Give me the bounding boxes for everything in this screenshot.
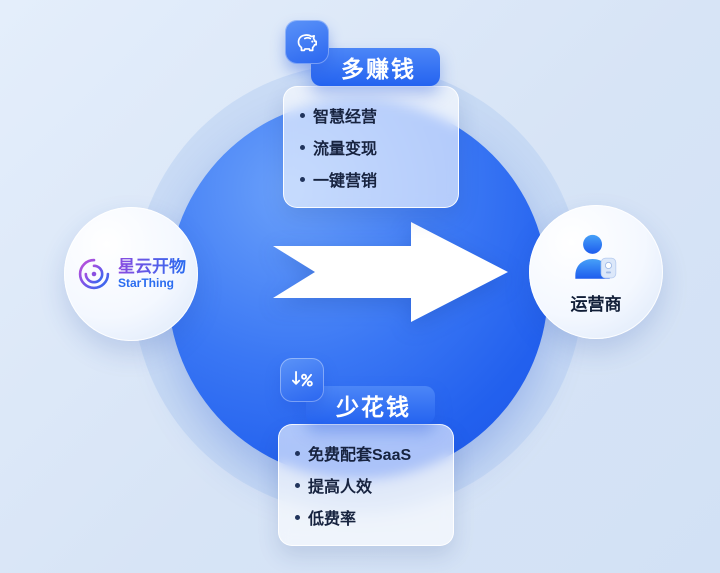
- piggy-bank-icon: [285, 20, 329, 64]
- list-item-label: 提高人效: [308, 479, 373, 496]
- starthing-spiral-icon: [78, 258, 110, 290]
- operator-node: 运营商: [529, 205, 663, 339]
- card-list-spend-less: 免费配套SaaS 提高人效 低费率: [278, 424, 454, 546]
- list-item-label: 流量变现: [313, 141, 378, 158]
- card-list-earn-more: 智慧经营 流量变现 一键营销: [283, 86, 459, 208]
- list-item: 智慧经营: [300, 99, 446, 131]
- list-item: 提高人效: [295, 469, 441, 501]
- discount-down-icon: [280, 358, 324, 402]
- list-item: 流量变现: [300, 131, 446, 163]
- bullet-icon: [295, 514, 300, 520]
- bullet-icon: [295, 450, 300, 456]
- list-item-label: 一键营销: [313, 173, 378, 190]
- list-item: 免费配套SaaS: [295, 437, 441, 469]
- operator-label: 运营商: [570, 294, 622, 314]
- bullet-icon: [300, 176, 305, 182]
- list-item: 低费率: [295, 501, 441, 533]
- bullet-icon: [300, 112, 305, 118]
- list-item: 一键营销: [300, 163, 446, 195]
- logo-name-en: StarThing: [118, 275, 174, 290]
- starthing-logo-node: 星云开物 StarThing: [64, 207, 198, 341]
- bullet-icon: [295, 482, 300, 488]
- arrow-right-icon: [273, 222, 508, 322]
- list-item-label: 低费率: [308, 511, 357, 528]
- list-item-label: 免费配套SaaS: [308, 447, 412, 464]
- bullet-icon: [300, 144, 305, 150]
- card-title-spend-less: 少花钱: [306, 386, 435, 424]
- card-title-earn-more: 多赚钱: [311, 48, 440, 86]
- operator-person-icon: [575, 234, 617, 279]
- logo-name-cn: 星云开物: [118, 257, 186, 277]
- list-item-label: 智慧经营: [313, 109, 378, 126]
